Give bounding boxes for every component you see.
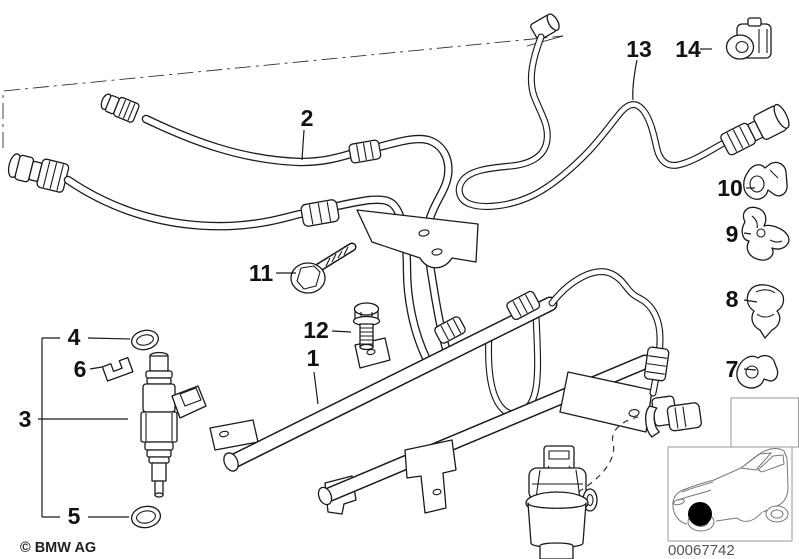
- part-flange-bolt: [352, 302, 381, 351]
- callout-8[interactable]: 8: [726, 286, 739, 312]
- part-clip-9: [741, 206, 790, 261]
- callout-14[interactable]: 14: [675, 36, 701, 62]
- callout-10[interactable]: 10: [717, 175, 743, 201]
- part-clip-8: [746, 284, 785, 339]
- part-injector-clip: [101, 356, 134, 382]
- callout-11[interactable]: 11: [249, 260, 274, 286]
- part-rail-outlet-hose: [548, 268, 670, 397]
- leader-lines: [38, 48, 758, 518]
- phantom-line: [2, 35, 564, 148]
- part-o-ring-lower: [130, 505, 162, 529]
- part-clip-14: [725, 17, 772, 60]
- car-thumbnail-box: [667, 397, 799, 542]
- callout-13[interactable]: 13: [626, 36, 652, 62]
- location-dot: [688, 502, 712, 526]
- callout-12[interactable]: 12: [303, 317, 329, 343]
- part-fuel-rail-front: [209, 290, 558, 472]
- dashed-connector-line: [577, 416, 639, 493]
- part-bracket: [356, 209, 479, 269]
- image-number: 00067742: [668, 542, 735, 559]
- callout-3[interactable]: 3: [19, 406, 32, 432]
- part-hex-bolt: [290, 242, 357, 294]
- part-clip-10: [743, 161, 788, 200]
- part-elbow-connector: [645, 395, 702, 438]
- part-feed-hose: [7, 153, 433, 367]
- callout-5[interactable]: 5: [68, 503, 81, 529]
- callout-7[interactable]: 7: [726, 356, 739, 382]
- callout-1[interactable]: 1: [307, 345, 320, 371]
- part-vent-pipe: [455, 13, 790, 210]
- car-outline: [672, 448, 789, 532]
- part-fuel-rail-rear: [317, 337, 653, 515]
- part-fuel-injector: [140, 351, 207, 498]
- copyright: © BMW AG: [20, 540, 96, 556]
- part-clip-7: [736, 354, 779, 389]
- callout-9[interactable]: 9: [726, 221, 739, 247]
- callout-4[interactable]: 4: [68, 324, 81, 350]
- part-o-ring-upper: [130, 329, 160, 351]
- part-return-hose: [100, 93, 453, 357]
- callout-6[interactable]: 6: [74, 356, 87, 382]
- callout-2[interactable]: 2: [301, 105, 314, 131]
- part-sensor: [525, 445, 598, 559]
